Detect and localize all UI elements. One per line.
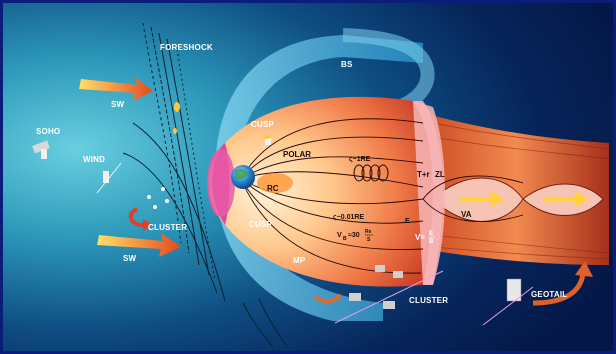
label-veb-b: B	[429, 239, 434, 245]
label-sigma-001re: ς~0.01RE	[333, 214, 364, 221]
label-cusp-top: CUSP	[251, 120, 274, 129]
label-velocity-frac-top: Re	[365, 229, 372, 235]
label-magnetopause: MP	[293, 256, 306, 265]
label-veb-e: E	[429, 231, 433, 237]
label-tail-far: T+r	[417, 170, 430, 179]
label-velocity-v: V	[337, 232, 342, 239]
foreshock-marker	[174, 102, 180, 112]
label-cluster-left: CLUSTER	[148, 223, 187, 232]
label-geotail: GEOTAIL	[531, 290, 567, 299]
label-velocity-approx: ≈30	[348, 232, 360, 239]
label-soho: SOHO	[36, 127, 60, 136]
label-polar: POLAR	[283, 150, 311, 159]
label-zl: ZL	[435, 170, 445, 179]
label-electric-field: E	[405, 218, 410, 225]
magnetosphere-diagram: FORESHOCK BS SW SW SOHO WIND CLUSTER CUS…	[3, 3, 613, 351]
label-cusp-bottom: CUSP	[249, 220, 272, 229]
label-solar-wind-bottom: SW	[123, 254, 137, 263]
label-cluster-bottom: CLUSTER	[409, 296, 448, 305]
label-veb-v: V=	[415, 233, 425, 242]
label-wind: WIND	[83, 155, 105, 164]
label-va: VA	[461, 210, 472, 219]
label-sigma-1re: ς~1RE	[349, 156, 371, 163]
label-solar-wind-top: SW	[111, 100, 125, 109]
label-bow-shock: BS	[341, 60, 353, 69]
label-velocity-sub: B	[343, 236, 347, 242]
label-foreshock: FORESHOCK	[160, 43, 213, 52]
label-ring-current: RC	[267, 184, 279, 193]
